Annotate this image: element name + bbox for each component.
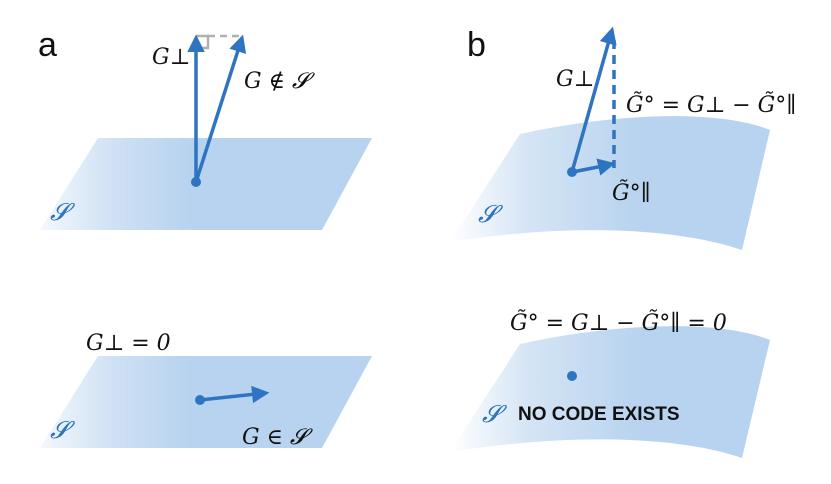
curved-surface	[450, 326, 770, 458]
right-angle-marker	[196, 34, 210, 50]
panel-a-top: 𝓢 G⊥ G ∉ 𝓢	[40, 34, 372, 230]
origin-point	[567, 371, 577, 381]
no-code-exists-label: NO CODE EXISTS	[518, 404, 680, 425]
g-tilde-zero-label: G̃° = G⊥ − G̃°∥ = 0	[510, 310, 727, 336]
g-perp-label: G⊥	[556, 67, 594, 92]
panel-a-label: a	[38, 26, 57, 64]
g-in-plane-arrow	[199, 385, 270, 404]
g-in-s-label: G ∈ 𝓢	[242, 425, 313, 450]
g-not-in-s-label: G ∉ 𝓢	[244, 69, 315, 94]
g-parallel-label: G̃°∥	[612, 180, 651, 206]
panel-a-bottom: 𝓢 G⊥ = 0 G ∈ 𝓢	[40, 331, 372, 450]
origin-point	[195, 395, 205, 405]
panel-b-label: b	[467, 26, 486, 64]
g-tilde-equation-label: G̃° = G⊥ − G̃°∥	[626, 92, 796, 118]
panel-b-bottom: 𝓢 G̃° = G⊥ − G̃°∥ = 0 NO CODE EXISTS	[450, 310, 770, 458]
g-perp-zero-label: G⊥ = 0	[86, 331, 171, 356]
g-perp-label: G⊥	[152, 45, 190, 70]
g-arrow	[194, 34, 247, 183]
origin-point	[191, 177, 201, 187]
panel-b-top: 𝓢 G⊥ G̃° = G⊥ − G̃°∥ G̃°∥	[450, 26, 796, 250]
flat-surface	[40, 356, 372, 448]
g-perp-arrow	[570, 26, 617, 173]
flat-surface	[40, 138, 372, 230]
origin-point	[567, 167, 577, 177]
curved-surface	[450, 116, 770, 250]
